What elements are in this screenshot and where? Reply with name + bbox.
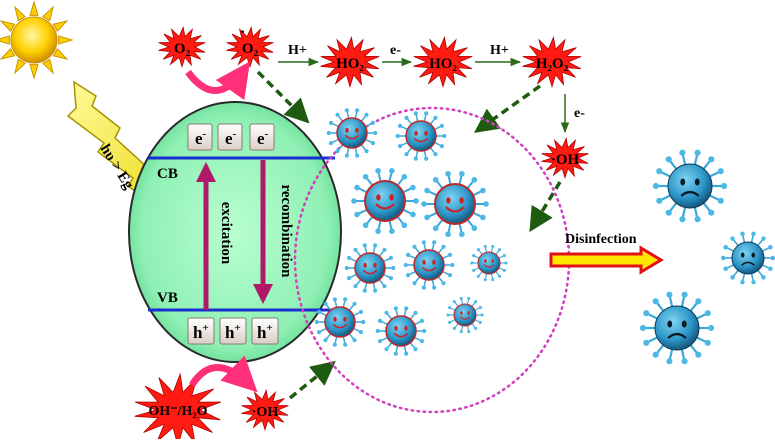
svg-text:e-: e- (225, 128, 237, 148)
virus-icon (314, 297, 366, 347)
virus-icon (446, 296, 484, 334)
h-plus-label-2: H+ (490, 43, 509, 58)
inactivated-virus-icon (639, 291, 715, 365)
e-minus-label-2: e- (574, 106, 585, 121)
superoxide-dot: · (240, 24, 245, 41)
hole-box: h+ (187, 317, 215, 345)
bottom-hydroxyl-attack-arrow (288, 360, 336, 400)
o2-label: O₂ (174, 41, 191, 57)
virus-icon (421, 170, 489, 238)
ho2-anion-starburst: HO₂ (413, 36, 473, 88)
live-virus-group (314, 108, 508, 356)
electron-charge: - (203, 128, 207, 140)
sun-icon (0, 0, 74, 80)
inactivated-virus-icon (652, 149, 728, 223)
sun-ray (14, 5, 26, 22)
hole-charge: + (266, 322, 272, 334)
sun-ray (14, 58, 26, 75)
sun-ray (29, 64, 39, 80)
ho2-radical-label: HO₂ (336, 56, 364, 72)
hole-symbol: h (193, 323, 203, 342)
sun-ray (0, 20, 16, 32)
hydroxyl-attack-arrow (529, 181, 562, 233)
bottom-hydroxyl-label: ·OH (252, 405, 279, 420)
hydroxyl-radical-starburst: ·OH (541, 136, 589, 180)
virus-icon (351, 167, 419, 235)
hole-charge: + (234, 322, 240, 334)
superoxide-attack-arrow (256, 70, 310, 124)
svg-text:h+: h+ (257, 322, 273, 342)
virus-icon (403, 240, 455, 290)
hydroxyl-radical-label: ·OH (551, 152, 580, 168)
superoxide-label: O₂ (242, 41, 259, 57)
virus-icon (326, 108, 378, 158)
recombination-label: recombination (278, 184, 294, 278)
svg-text:h+: h+ (193, 322, 209, 342)
svg-text:e-: e- (195, 128, 207, 148)
vb-label: VB (157, 290, 178, 306)
sun-ray (58, 35, 74, 45)
hole-box: h+ (219, 317, 247, 345)
hole-charge: + (202, 322, 208, 334)
oh-oxidation-arrow (189, 355, 258, 393)
hole-box: h+ (251, 317, 279, 345)
sun-ray (52, 48, 69, 60)
hole-symbol: h (257, 323, 267, 342)
o2-starburst: O₂ (158, 25, 206, 69)
sun-ray (0, 35, 10, 45)
sun-ray (42, 5, 54, 22)
virus-icon (395, 111, 447, 161)
excitation-label: excitation (218, 202, 234, 265)
sun-ray (29, 0, 39, 16)
electron-box: e- (249, 123, 275, 151)
hole-symbol: h (225, 323, 235, 342)
h2o2-label: H₂O₂ (536, 56, 569, 72)
cb-label: CB (157, 166, 178, 182)
electron-charge: - (233, 128, 237, 140)
electron-symbol: e (225, 129, 233, 148)
svg-text:h+: h+ (225, 322, 241, 342)
superoxide-starburst: · O₂ (226, 24, 274, 69)
e-minus-label-1: e- (390, 43, 401, 58)
h2o2-starburst: H₂O₂ (522, 36, 582, 88)
sun-ray (52, 20, 69, 32)
electron-symbol: e (257, 129, 265, 148)
disinfection-arrow (549, 245, 664, 275)
bottom-hydroxyl-starburst: ·OH (241, 388, 289, 432)
disinfection-label: Disinfection (565, 232, 637, 247)
ho2-anion-label: HO₂ (429, 56, 457, 72)
electron-box: e- (217, 123, 243, 151)
sun-ray (42, 58, 54, 75)
svg-text:e-: e- (257, 128, 269, 148)
inactivated-virus-icon (720, 231, 775, 285)
electron-box: e- (187, 123, 213, 151)
oh-source-label: OH⁻/H₂O (148, 404, 207, 419)
electron-charge: - (265, 128, 269, 140)
h2o2-attack-arrow (474, 84, 542, 133)
electron-symbol: e (195, 129, 203, 148)
inactivated-virus-group (639, 149, 775, 365)
oh-source-starburst: OH⁻/H₂O (134, 372, 222, 444)
o2-reduction-arrow (185, 61, 251, 101)
sun-ray (0, 48, 16, 60)
h-plus-label-1: H+ (288, 43, 307, 58)
virus-icon (470, 244, 508, 282)
virus-icon (375, 306, 427, 356)
ho2-radical-starburst: HO₂ (320, 36, 380, 88)
virus-icon (344, 243, 396, 293)
